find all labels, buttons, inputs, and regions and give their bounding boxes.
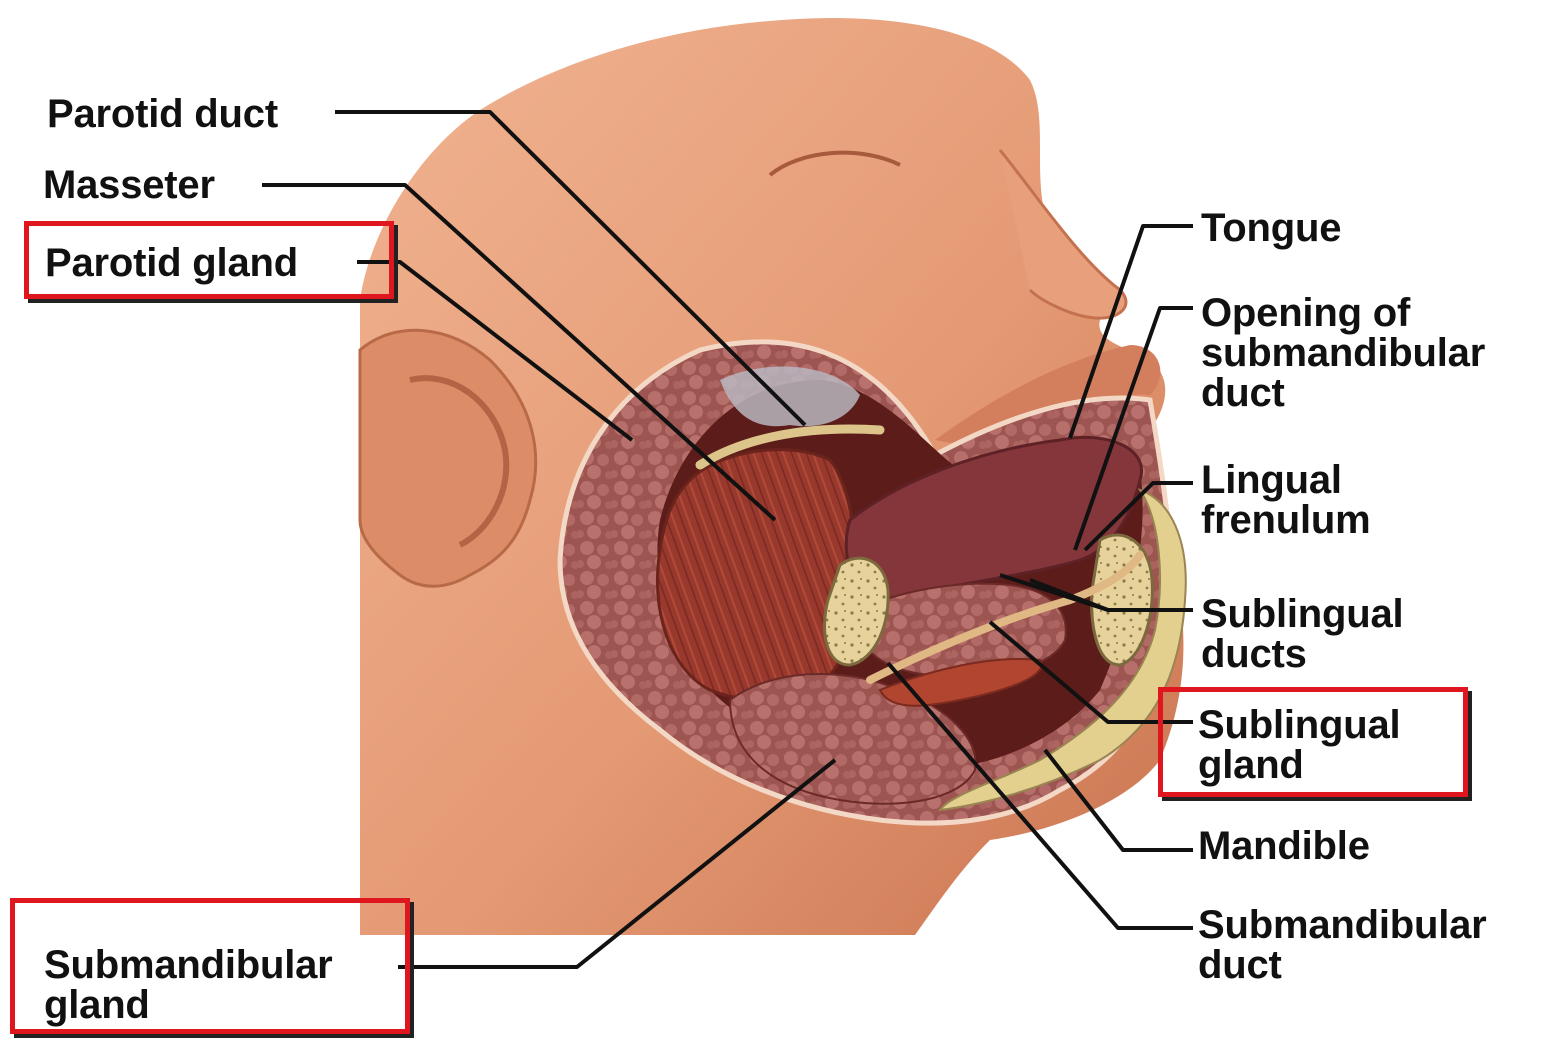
label-lingual-frenulum: Lingual frenulum	[1201, 460, 1371, 540]
label-line: Sublingual	[1201, 594, 1403, 634]
highlight-box-parotid-gland	[24, 221, 394, 299]
label-line: duct	[1201, 373, 1485, 413]
label-mandible: Mandible	[1198, 826, 1370, 866]
label-submandibular-duct: Submandibular duct	[1198, 905, 1487, 985]
highlight-box-sublingual-gland	[1158, 687, 1468, 797]
label-tongue: Tongue	[1201, 208, 1341, 248]
label-line: submandibular	[1201, 333, 1485, 373]
label-opening-of-submandibular-duct: Opening of submandibular duct	[1201, 293, 1485, 413]
masseter-muscle	[657, 450, 853, 700]
label-line: frenulum	[1201, 500, 1371, 540]
label-masseter: Masseter	[43, 165, 215, 205]
label-line: duct	[1198, 945, 1487, 985]
label-line: ducts	[1201, 634, 1403, 674]
label-line: Lingual	[1201, 460, 1371, 500]
highlight-box-submandibular-gland	[10, 898, 410, 1034]
label-line: Submandibular	[1198, 905, 1487, 945]
label-sublingual-ducts: Sublingual ducts	[1201, 594, 1403, 674]
label-parotid-duct: Parotid duct	[47, 94, 278, 134]
label-line: Opening of	[1201, 293, 1485, 333]
